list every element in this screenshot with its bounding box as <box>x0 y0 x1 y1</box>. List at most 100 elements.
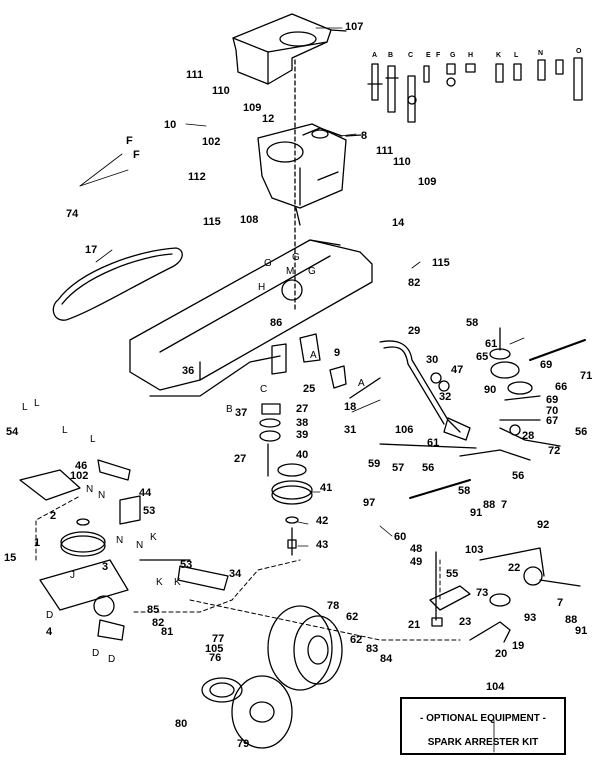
ref-56: 56 <box>422 462 435 474</box>
ref-109: 109 <box>243 102 262 114</box>
ref-58: 58 <box>458 485 471 497</box>
ref-40: 40 <box>296 449 309 461</box>
hardware-letter-O: O <box>576 48 582 55</box>
letter-J: J <box>70 570 75 581</box>
ref-28: 28 <box>522 430 535 442</box>
hardware-letter-G: G <box>450 52 456 59</box>
engine <box>258 124 361 225</box>
ref-93: 93 <box>524 612 537 624</box>
ref-59: 59 <box>368 458 381 470</box>
hardware-letter-K: K <box>496 52 502 59</box>
ref-82: 82 <box>408 277 421 289</box>
ref-92: 92 <box>537 519 550 531</box>
letter-D: D <box>92 648 100 659</box>
ref-47: 47 <box>451 364 464 376</box>
ref-82-lower: 82 <box>152 617 165 629</box>
ref-60: 60 <box>394 531 407 543</box>
letter-M: M <box>286 266 295 277</box>
hardware-letter-B: B <box>388 52 394 59</box>
ref-54: 54 <box>6 426 19 438</box>
transmission <box>20 460 228 640</box>
hardware-letter-H: H <box>468 52 474 59</box>
ref-67: 67 <box>546 415 559 427</box>
letter-K: K <box>156 577 163 588</box>
ref-102: 102 <box>202 136 221 148</box>
letter-N: N <box>98 490 106 501</box>
letter-L: L <box>90 434 96 445</box>
ref-112: 112 <box>188 171 206 183</box>
ref-84: 84 <box>380 653 393 665</box>
hardware-letter-A: A <box>372 52 378 59</box>
letter-B: B <box>226 404 233 415</box>
ref-17: 17 <box>85 244 98 256</box>
ref-103: 103 <box>465 544 484 556</box>
ref-10: 10 <box>164 119 177 131</box>
ref-22: 22 <box>508 562 521 574</box>
ref-69-lower: 69 <box>546 394 559 406</box>
ref-78: 78 <box>327 600 340 612</box>
ref-41: 41 <box>320 482 333 494</box>
ref-86: 86 <box>270 317 283 329</box>
ref-81: 81 <box>161 626 174 638</box>
hardware-letter-E: E <box>426 52 431 59</box>
ref-20: 20 <box>495 648 508 660</box>
ref-110: 110 <box>212 85 230 97</box>
ref-36: 36 <box>182 365 195 377</box>
letter-D: D <box>108 654 116 665</box>
letter-L: L <box>34 398 40 409</box>
brake-pedal <box>430 548 580 642</box>
hardware-letter-L: L <box>514 52 519 59</box>
ref-91: 91 <box>470 507 483 519</box>
ref-4: 4 <box>46 626 53 638</box>
ref-48: 48 <box>410 543 423 555</box>
ref-7-lower: 7 <box>557 597 564 609</box>
letter-G: G <box>264 258 272 269</box>
ref-39: 39 <box>296 429 309 441</box>
letter-N: N <box>136 540 144 551</box>
brake-bracket <box>272 334 346 388</box>
spindle-assembly <box>260 404 312 555</box>
ref-61: 61 <box>427 437 440 449</box>
ref-76: 76 <box>209 652 222 664</box>
letter-G: G <box>308 266 316 277</box>
letter-K: K <box>150 532 157 543</box>
ref-25: 25 <box>303 383 316 395</box>
ref-97: 97 <box>363 497 376 509</box>
ref-105: 105 <box>205 643 224 655</box>
ref-9: 9 <box>334 347 341 359</box>
letter-D: D <box>46 610 54 621</box>
drive-belt <box>53 248 182 320</box>
ref-32: 32 <box>439 391 452 403</box>
hardware-letter-C: C <box>408 52 414 59</box>
ref-3: 3 <box>102 561 109 573</box>
letter-L: L <box>22 402 28 413</box>
ref-46: 46 <box>75 460 88 472</box>
ref-111-right: 111 <box>376 145 394 157</box>
ref-27: 27 <box>296 403 309 415</box>
ref-61-top: 61 <box>485 338 498 350</box>
ref-15: 15 <box>4 552 17 564</box>
ref-12: 12 <box>262 113 275 125</box>
optional-kit-box: - OPTIONAL EQUIPMENT - SPARK ARRESTER KI… <box>400 697 566 755</box>
ref-91-lower: 91 <box>575 625 588 637</box>
kit-title: - OPTIONAL EQUIPMENT - <box>420 713 546 724</box>
ref-18: 18 <box>344 401 357 413</box>
clutch-assembly <box>410 328 585 498</box>
ref-8: 8 <box>361 130 368 142</box>
ref-21: 21 <box>408 619 421 631</box>
ref-42: 42 <box>316 515 329 527</box>
ref-74: 74 <box>66 208 79 220</box>
ref-2: 2 <box>50 510 57 522</box>
letter-L: L <box>62 425 68 436</box>
ref-110-right: 110 <box>393 156 411 168</box>
rear-wheel <box>268 606 342 690</box>
ref-66: 66 <box>555 381 568 393</box>
letter-A: A <box>358 378 365 389</box>
ref-F1: F <box>126 135 133 147</box>
ref-77: 77 <box>212 633 225 645</box>
letter-H: H <box>258 282 266 293</box>
ref-102-left: 102 <box>70 470 89 482</box>
ref-55: 55 <box>446 568 459 580</box>
